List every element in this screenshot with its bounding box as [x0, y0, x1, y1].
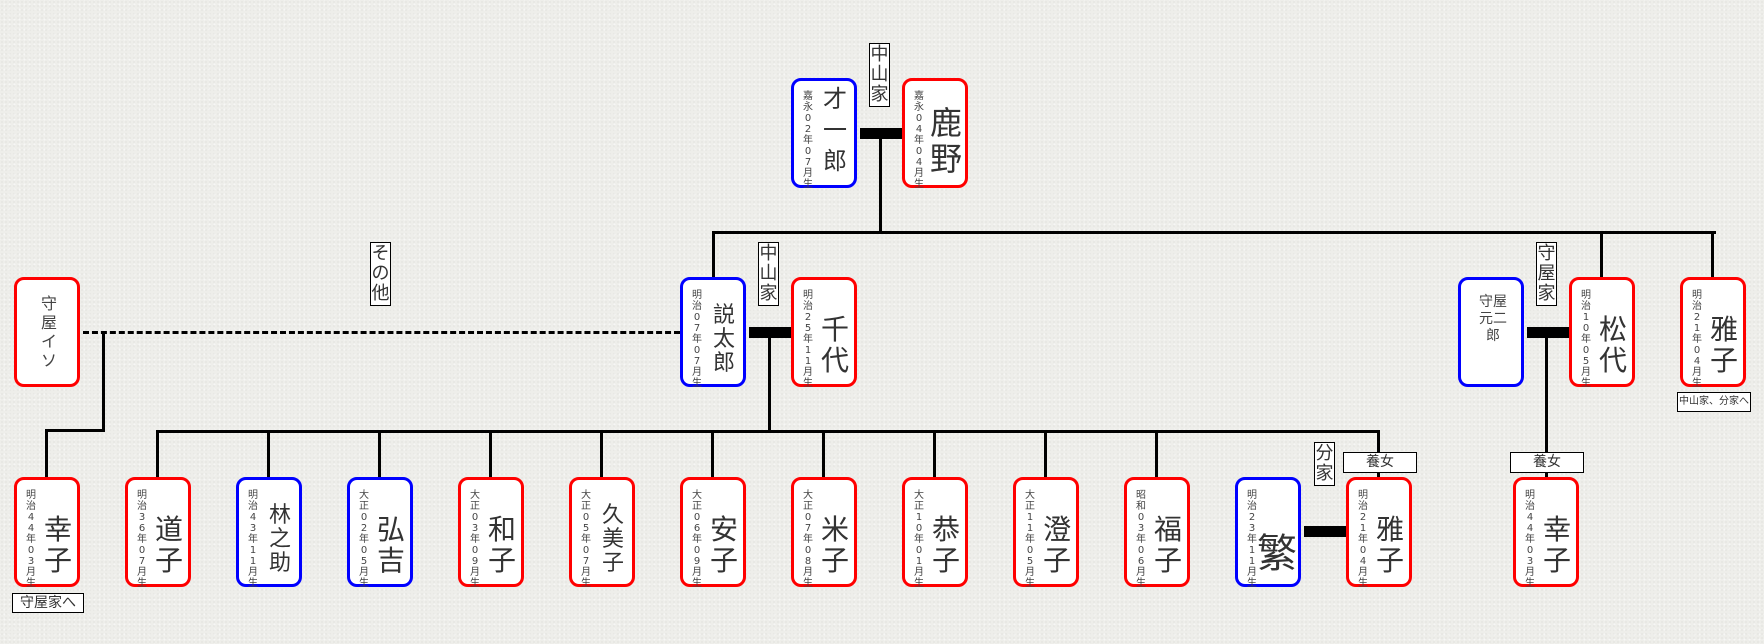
drop-sumiko	[1044, 430, 1047, 477]
birth-date: 明治23年11月生	[1247, 490, 1257, 589]
person-name: 安子	[709, 513, 738, 577]
link-sachiko-left	[45, 429, 105, 432]
person-card-masako-bottom[interactable]: 明治21年04月生 雅子	[1346, 477, 1412, 589]
birth-date: 大正11年05月生	[1025, 490, 1035, 589]
birth-date: 大正02年05月生	[359, 490, 369, 589]
person-card-matsuyo[interactable]: 明治10年05月生 松代	[1569, 277, 1635, 389]
person-card-yoneko[interactable]: 大正07年08月生 米子	[791, 477, 857, 589]
drop-kazuko	[489, 430, 492, 477]
person-name: 和子	[487, 513, 516, 577]
birth-date: 大正06年09月生	[692, 490, 702, 589]
drop-kyoko	[933, 430, 936, 477]
drop-matsuyo	[1600, 231, 1603, 277]
drop-masako-top	[1711, 231, 1714, 277]
note-sachiko-left: 守屋家へ	[12, 593, 84, 613]
person-name: 澄子	[1042, 513, 1071, 577]
person-name: 才一郎	[823, 85, 847, 175]
family-label-bunke: 分家	[1314, 442, 1335, 486]
family-label-nakayama-mid: 中山家	[758, 242, 779, 306]
birth-date: 明治44年03月生	[1525, 490, 1535, 589]
person-card-kyoko[interactable]: 大正10年01月生 恭子	[902, 477, 968, 589]
person-name: 千代	[820, 313, 849, 377]
birth-date: 嘉永02年07月生	[803, 91, 813, 190]
birth-date: 明治21年04月生	[1692, 290, 1702, 389]
person-name: 繁	[1257, 531, 1297, 577]
person-name: 守屋 元二郎	[1479, 294, 1521, 344]
drop-fukuko	[1155, 430, 1158, 477]
person-card-masako-top[interactable]: 明治21年04月生 雅子	[1680, 277, 1746, 389]
person-card-kumiko[interactable]: 大正05年07月生 久美子	[569, 477, 635, 589]
birth-date: 明治10年05月生	[1581, 290, 1591, 389]
drop-yoneko	[822, 430, 825, 477]
person-name: 恭子	[931, 513, 960, 577]
sibling-bar-top	[712, 231, 1716, 234]
note-adopted-sachiko: 養女	[1510, 452, 1584, 473]
person-card-rinnosuke[interactable]: 明治43年11月生 林之助	[236, 477, 302, 589]
person-card-sumiko[interactable]: 大正11年05月生 澄子	[1013, 477, 1079, 589]
person-name: 幸子	[43, 513, 72, 577]
drop-rinnosuke	[267, 430, 270, 477]
person-card-kazuko[interactable]: 大正03年09月生 和子	[458, 477, 524, 589]
note-masako-top: 中山家、分家へ	[1677, 392, 1751, 412]
sibling-bar-bottom	[156, 430, 1380, 433]
birth-date: 大正10年01月生	[914, 490, 924, 589]
person-name: 雅子	[1709, 313, 1738, 377]
person-card-fukuko[interactable]: 昭和03年06月生 福子	[1124, 477, 1190, 589]
descent-line-mid	[768, 338, 771, 433]
person-card-moriya-motojiro[interactable]: 守屋 元二郎	[1458, 277, 1524, 387]
birth-date: 明治44年03月生	[26, 490, 36, 589]
drop-sachiko-left	[45, 429, 48, 477]
person-card-moriya-iso[interactable]: 守屋 イソ	[14, 277, 80, 387]
person-name: 久美子	[601, 503, 624, 576]
person-card-chiyo[interactable]: 明治25年11月生 千代	[791, 277, 857, 389]
birth-date: 嘉永04年04月生	[914, 91, 924, 190]
birth-date: 昭和03年06月生	[1136, 490, 1146, 589]
person-card-shigeru[interactable]: 明治23年11月生 繁	[1235, 477, 1301, 589]
descent-line-iso	[102, 331, 105, 432]
person-name: 雅子	[1375, 513, 1404, 577]
person-card-sachiko-right[interactable]: 明治44年03月生 幸子	[1513, 477, 1579, 589]
person-card-saiichiro[interactable]: 嘉永02年07月生 才一郎	[791, 78, 857, 190]
drop-hirokichi	[378, 430, 381, 477]
person-name: 幸子	[1542, 513, 1571, 577]
person-name: 鹿野	[930, 104, 963, 178]
birth-date: 明治21年04月生	[1358, 490, 1368, 589]
person-name: 松代	[1598, 313, 1627, 377]
birth-date: 大正05年07月生	[581, 490, 591, 589]
person-card-yasuko[interactable]: 大正06年09月生 安子	[680, 477, 746, 589]
person-name: 福子	[1153, 513, 1182, 577]
descent-line-top	[879, 139, 882, 233]
marriage-line-shigeru-masako	[1304, 526, 1346, 537]
person-card-setsutaro[interactable]: 明治07年07月生 説太郎	[680, 277, 746, 389]
descent-line-moriya	[1545, 338, 1548, 477]
drop-michiko	[156, 430, 159, 477]
note-adopted-masako: 養女	[1343, 452, 1417, 473]
marriage-line-motojiro-matsuyo	[1527, 327, 1569, 338]
person-card-shikano[interactable]: 嘉永04年04月生 鹿野	[902, 78, 968, 190]
person-card-sachiko-left[interactable]: 明治44年03月生 幸子	[14, 477, 80, 589]
drop-setsutaro	[712, 231, 715, 277]
person-card-michiko[interactable]: 明治36年07月生 道子	[125, 477, 191, 589]
drop-yasuko	[711, 430, 714, 477]
birth-date: 明治43年11月生	[248, 490, 258, 589]
drop-kumiko	[600, 430, 603, 477]
birth-date: 大正07年08月生	[803, 490, 813, 589]
birth-date: 明治07年07月生	[692, 290, 702, 389]
marriage-line-setsutaro-chiyo	[749, 327, 791, 338]
family-label-moriya: 守屋家	[1536, 242, 1557, 306]
person-name: 守屋 イソ	[40, 294, 74, 370]
informal-union-line	[83, 331, 680, 334]
person-name: 説太郎	[712, 303, 735, 376]
birth-date: 明治36年07月生	[137, 490, 147, 589]
marriage-line-saiichiro-shikano	[860, 128, 902, 139]
person-name: 弘吉	[376, 513, 405, 577]
family-label-other: その他	[370, 242, 391, 306]
person-card-hirokichi[interactable]: 大正02年05月生 弘吉	[347, 477, 413, 589]
family-label-nakayama-top: 中山家	[869, 43, 890, 107]
person-name: 米子	[820, 513, 849, 577]
birth-date: 明治25年11月生	[803, 290, 813, 389]
person-name: 道子	[154, 513, 183, 577]
birth-date: 大正03年09月生	[470, 490, 480, 589]
person-name: 林之助	[268, 503, 291, 576]
